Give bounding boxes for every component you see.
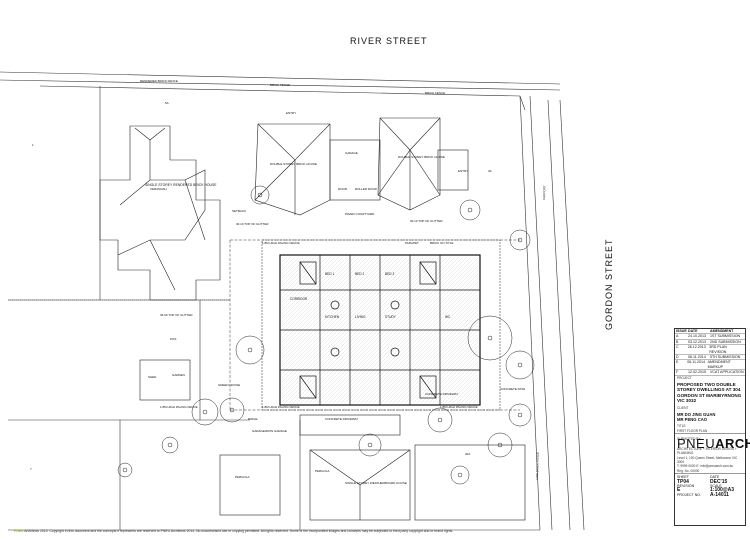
label-single-storey-weatherboard: SINGLE STOREY WEATHERBOARD HOUSE: [345, 481, 407, 485]
label-single-storey-rendered: SINGLE STOREY RENDERED BRICK HOUSE: [145, 183, 217, 187]
client-label: CLIENT: [677, 405, 689, 410]
client-name-1: MR DO JING GUAN: [677, 412, 716, 418]
sheet-number: TP04: [677, 478, 689, 485]
double-storey-houses: [254, 117, 469, 216]
label-top-of-gutter-2: 30.10 TOP OF GUTTER: [410, 219, 443, 223]
label-lot-30a: 30A: [465, 452, 470, 456]
contact-line: T: 9999 0000 E: info@pneuarch.com.au: [677, 464, 734, 469]
label-garage-iron: GARAGE/IRON GARAGE: [252, 429, 287, 433]
room-bed-2: BED 2: [355, 272, 364, 276]
label-ridge: RIDGE: [248, 417, 258, 421]
label-top-of-gutter-1: 30.10 TOP OF GUTTER: [236, 222, 269, 226]
label-paved-courtyard: PAVED COURTYARD: [345, 212, 375, 216]
label-brick-fence-right: BRICK FENCE: [425, 91, 445, 95]
title-label: TITLE: [677, 424, 686, 429]
label-pos: POS: [170, 337, 176, 341]
room-study: STUDY: [385, 315, 397, 319]
address-line: Level 1, 100 Queen Street, Melbourne VIC…: [677, 455, 738, 464]
label-top-of-gutter-3: 36.90 TOP OF GUTTER: [160, 313, 193, 317]
label-lot-7: 7: [30, 467, 32, 471]
label-paling-fence-2: 1.8M HIGH PALING FENCE: [160, 405, 198, 409]
label-lot-3a: 3A: [488, 169, 492, 173]
bottom-structures: [139, 359, 526, 521]
label-rendered-brick-fence: RENDERED BRICK FENCE: [140, 79, 178, 83]
pneuarch-logo: PNEUARCH: [677, 436, 750, 452]
submitted-by-label: SUBMITTED BY: [677, 436, 701, 441]
revision-header: ISSUE DATE AMENDMENT: [675, 329, 745, 335]
project-number: A-14011: [710, 491, 729, 498]
footer-brand: PNEU: [14, 529, 24, 533]
label-roller-door: ROLLER DOOR: [355, 187, 378, 191]
label-paling-fence-3: 1.8M HIGH PALING FENCE: [262, 405, 300, 409]
drawing-title: FIRST FLOOR PLAN: [675, 429, 745, 434]
sheet-revision: E: [677, 487, 681, 494]
sheet-scale: 1:100@A3: [710, 487, 735, 494]
firm-line: ARCHITECTURE + INTERIOR DESIGN + PLANNIN…: [677, 446, 737, 456]
label-green-house: GREEN HOUSE: [218, 383, 240, 387]
client-name-2: MR PENG CAO: [677, 417, 708, 423]
label-parapet: PARAPET: [405, 241, 419, 245]
copyright-footer: PNEU Architects 2015. Copyright in this …: [14, 529, 453, 533]
label-pergola-1: PERGOLA: [235, 475, 250, 479]
project-name: PROPOSED TWO DOUBLE STOREY DWELLINGS AT …: [677, 382, 742, 404]
label-carport: CARPORT: [542, 185, 547, 200]
proposed-dwellings: BED 1 BED 2 BED 3 KITCHEN LIVING STUDY C…: [261, 239, 501, 411]
label-garage: GARAGE: [345, 151, 358, 155]
label-brick-on-title: BRICK ON TITLE: [430, 241, 453, 245]
label-entry-left: ENTRY: [286, 111, 296, 115]
single-storey-rendered-house: [99, 125, 221, 301]
label-garden: GARDEN: [172, 373, 185, 377]
label-shed: SHED: [148, 375, 157, 379]
room-bed-3: BED 3: [385, 272, 394, 276]
label-concrete-driveway-1: CONCRETE DRIVEWAY: [325, 417, 358, 421]
label-brick-fence-top: BRICK FENCE: [270, 83, 290, 87]
room-kitchen: KITCHEN: [325, 315, 340, 319]
label-concrete-driveway-2: CONCRETE DRIVEWAY: [425, 392, 458, 396]
label-concrete-path: CONCRETE PATH: [500, 387, 525, 391]
label-door: DOOR: [338, 187, 348, 191]
label-verandah: VERANDAH: [150, 187, 167, 191]
river-street-label: RIVER STREET: [350, 36, 428, 46]
label-pergola-2: PERGOLA: [315, 469, 330, 473]
label-entry-right: ENTRY: [458, 169, 468, 173]
footer-text: Architects 2015. Copyright in this docum…: [24, 529, 454, 533]
label-low-brick-fence: LOW BRICK FENCE: [535, 452, 540, 480]
paling-fences: [8, 239, 520, 411]
room-bed-1: BED 1: [325, 272, 334, 276]
label-paling-fence-1: 1.8M HIGH PALING FENCE: [262, 241, 300, 245]
room-living: LIVING: [355, 315, 366, 319]
room-wc: WC: [445, 315, 451, 319]
sheet-date: DEC'15: [710, 478, 728, 485]
label-lot-5a: 5A: [165, 101, 169, 105]
label-setback: SETBACK: [232, 209, 246, 213]
label-paling-fence-4: 1.8M HIGH PALING FENCE: [440, 405, 478, 409]
label-double-storey-2: DOUBLE STOREY BRICK HOUSE: [398, 155, 445, 159]
reg-line: Reg. No. 00000: [675, 469, 745, 475]
label-double-storey-1: DOUBLE STOREY BRICK HOUSE: [270, 162, 317, 166]
room-corridor: CORRIDOR: [290, 297, 308, 301]
project-label: PROJECT: [677, 375, 692, 380]
label-lot-1: 1: [32, 143, 34, 147]
trees: [117, 185, 535, 485]
